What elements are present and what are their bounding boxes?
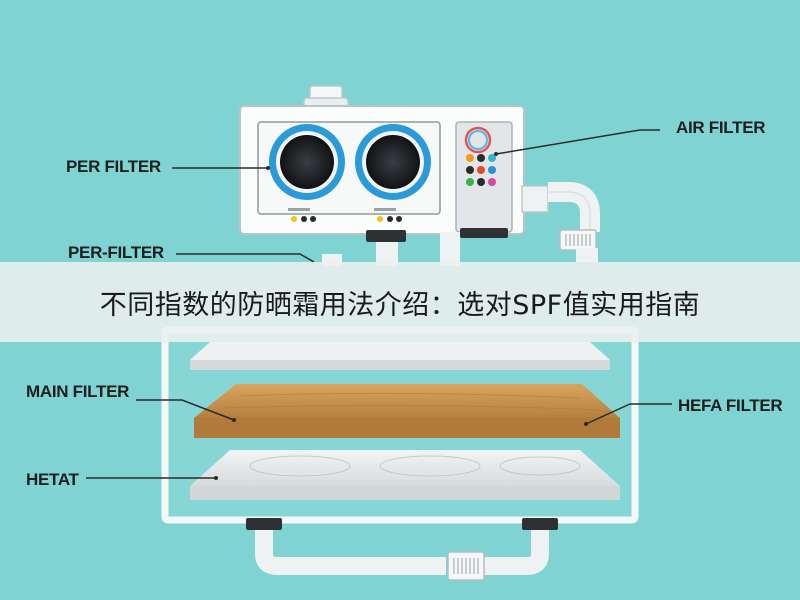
right-side-pipe <box>521 182 600 262</box>
lower-cabinet <box>161 326 639 524</box>
banner-title: 不同指数的防晒霜用法介绍：选对SPF值实用指南 <box>99 289 701 321</box>
control-panel <box>455 121 513 238</box>
top-shelf <box>190 342 610 370</box>
hefa-filter-label: HEFA FILTER <box>678 396 783 415</box>
main-filter-board <box>194 384 620 438</box>
leader-main-filter <box>136 399 235 421</box>
leader-per-filter-hyphen <box>176 253 315 263</box>
heater-shelf <box>190 450 620 500</box>
per-filter-label: PER FILTER <box>66 157 161 176</box>
main-filter-label: MAIN FILTER <box>26 382 130 401</box>
center-pipe <box>376 242 398 266</box>
indicator-dots <box>288 208 402 222</box>
title-banner: 不同指数的防晒霜用法介绍：选对SPF值实用指南 <box>0 262 800 342</box>
leader-air-filter <box>495 129 660 155</box>
air-filter-label: AIR FILTER <box>676 118 766 137</box>
leader-lines <box>86 129 672 479</box>
side-pipe <box>440 232 460 266</box>
hetat-label: HETAT <box>26 470 79 489</box>
upper-control-unit <box>239 105 525 242</box>
right-lens <box>355 124 431 200</box>
center-connector <box>366 230 406 242</box>
bottom-pipes <box>246 518 558 581</box>
per-filter-hyphen-label: PER-FILTER <box>68 243 164 262</box>
leader-hefa-filter <box>585 403 672 425</box>
left-lens <box>269 124 345 200</box>
